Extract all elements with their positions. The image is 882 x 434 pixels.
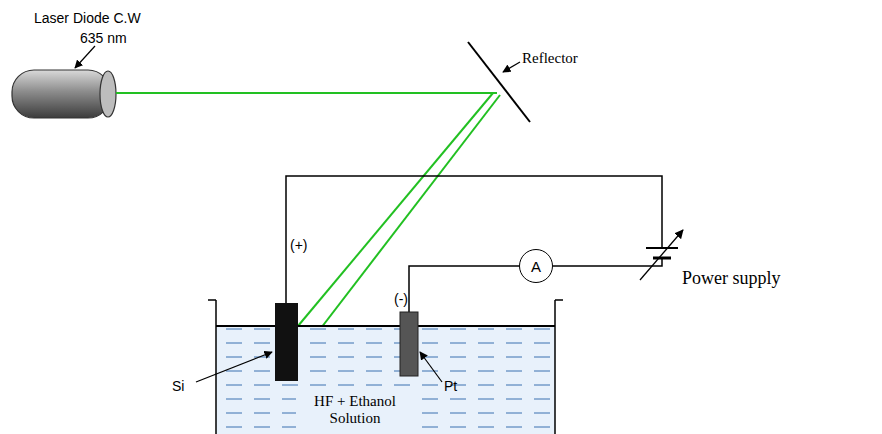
laser-beam bbox=[116, 93, 500, 358]
polarity-label: (-) bbox=[394, 291, 408, 307]
silicon-electrode bbox=[275, 303, 298, 381]
power-supply-symbol bbox=[640, 230, 683, 280]
leader-line bbox=[75, 46, 95, 68]
beaker bbox=[208, 300, 563, 434]
solution bbox=[216, 326, 555, 434]
part-label: Reflector bbox=[522, 50, 578, 67]
solution-label: HF + Ethanol Solution bbox=[296, 392, 414, 429]
device-label: Laser Diode C.W bbox=[34, 10, 141, 26]
part-label: Power supply bbox=[682, 268, 781, 289]
leader-line bbox=[503, 62, 520, 72]
meter-letter: A bbox=[531, 258, 541, 275]
laser-diode bbox=[12, 70, 116, 118]
wavelength-label: 635 nm bbox=[80, 30, 127, 46]
leader-line bbox=[196, 352, 272, 382]
ammeter-symbol: A bbox=[519, 249, 553, 283]
leader-line bbox=[420, 352, 442, 382]
wire bbox=[286, 176, 662, 312]
reflector-mirror bbox=[468, 42, 530, 122]
polarity-label: (+) bbox=[290, 237, 308, 253]
part-label: Pt bbox=[444, 378, 457, 394]
part-label: Si bbox=[172, 378, 184, 394]
platinum-electrode bbox=[400, 312, 418, 376]
